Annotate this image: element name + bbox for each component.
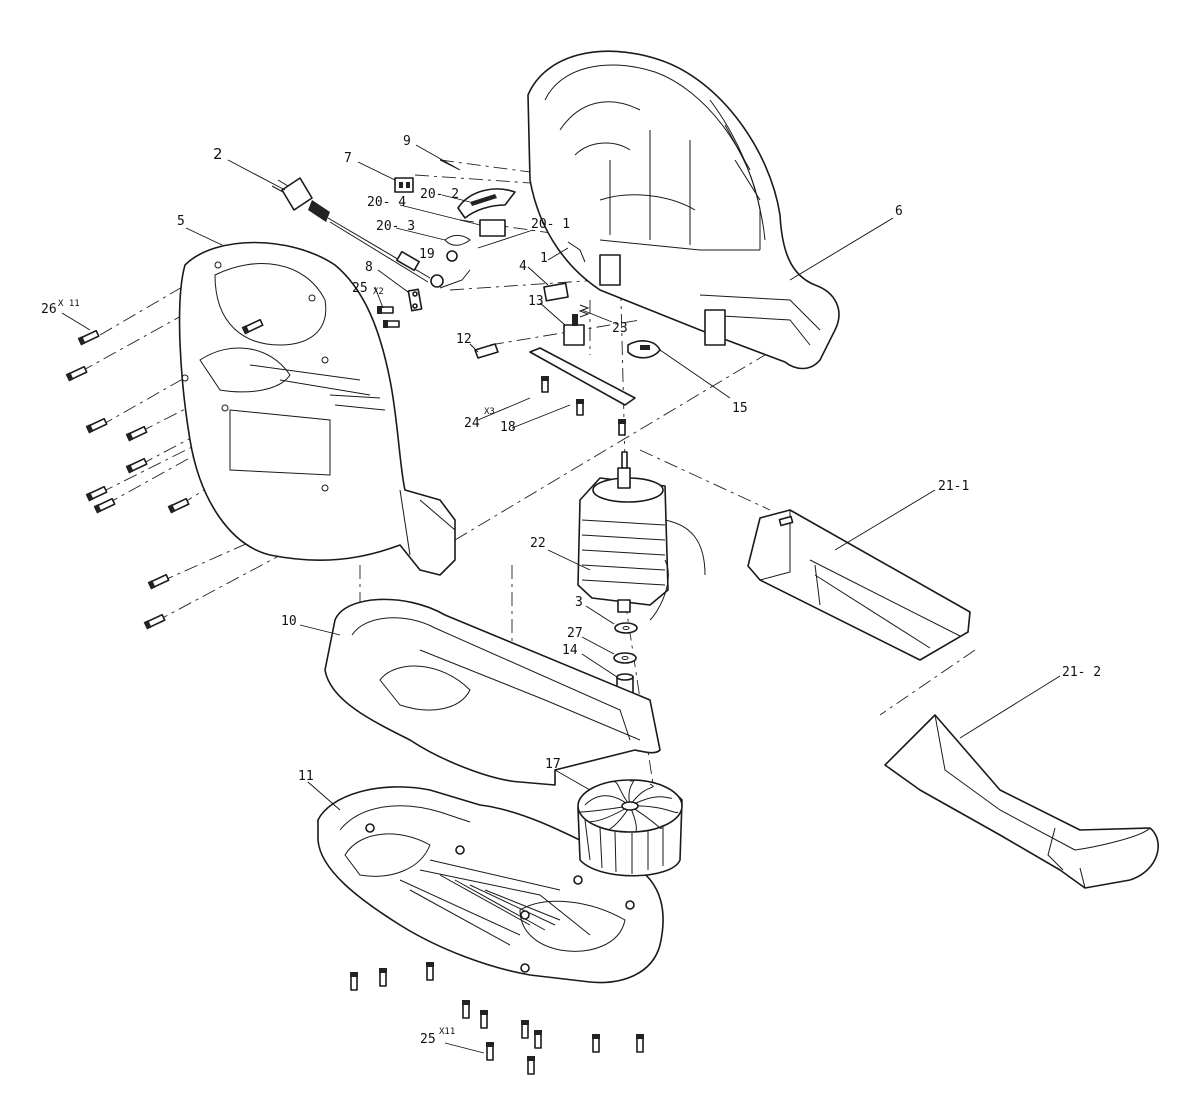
mult-part-25-base: X11 <box>439 1027 455 1037</box>
label-part-9: 9 <box>403 134 411 149</box>
label-part-13: 13 <box>528 294 544 309</box>
label-part-5: 5 <box>177 214 185 229</box>
label-part-14: 14 <box>562 643 578 658</box>
label-part-20-2: 20- 2 <box>420 187 459 202</box>
label-part-15: 15 <box>732 401 748 416</box>
fan-impeller <box>577 779 683 877</box>
label-part-19: 19 <box>419 247 435 262</box>
motor <box>577 451 706 621</box>
label-part-7: 7 <box>344 151 352 166</box>
label-part-21-2: 21- 2 <box>1062 665 1101 680</box>
label-part-20-3: 20- 3 <box>376 219 415 234</box>
blower-tube <box>747 509 971 661</box>
switch-parts <box>377 177 661 436</box>
label-part-3: 3 <box>575 595 583 610</box>
housing-half-right <box>527 50 840 370</box>
label-part-17: 17 <box>545 757 561 772</box>
label-part-22: 22 <box>530 536 546 551</box>
label-part-21-1: 21-1 <box>938 479 969 494</box>
label-part-27: 27 <box>567 626 583 641</box>
label-part-20-4: 20- 4 <box>367 195 406 210</box>
label-part-10: 10 <box>281 614 297 629</box>
screws-25-base <box>350 962 644 1075</box>
seal-gasket <box>324 598 661 786</box>
mult-part-25-switch: X2 <box>373 287 384 297</box>
washers <box>613 622 638 694</box>
label-part-1: 1 <box>540 251 548 266</box>
label-part-18: 18 <box>500 420 516 435</box>
callout-labels: 2 7 9 20- 2 20- 4 20- 3 20- 1 19 1 4 13 … <box>41 134 1101 1047</box>
label-part-4: 4 <box>519 259 527 274</box>
blower-nozzle <box>884 714 1159 889</box>
screws-26 <box>65 318 264 630</box>
label-part-23: 23 <box>612 321 628 336</box>
label-part-24: 24 <box>464 416 480 431</box>
label-part-11: 11 <box>298 769 314 784</box>
leader-lines <box>61 144 1061 1054</box>
label-part-20-1: 20- 1 <box>531 217 570 232</box>
label-part-25-switch: 25 <box>352 281 368 296</box>
label-part-12: 12 <box>456 332 472 347</box>
power-cord <box>271 177 444 288</box>
base-plate <box>317 786 664 984</box>
label-part-8: 8 <box>365 260 373 275</box>
mult-part-26: X 11 <box>58 299 80 309</box>
label-part-26: 26 <box>41 302 57 317</box>
label-part-2: 2 <box>213 145 223 163</box>
mult-part-24: X3 <box>484 407 495 417</box>
label-part-6: 6 <box>895 204 903 219</box>
label-part-25-base: 25 <box>420 1032 436 1047</box>
